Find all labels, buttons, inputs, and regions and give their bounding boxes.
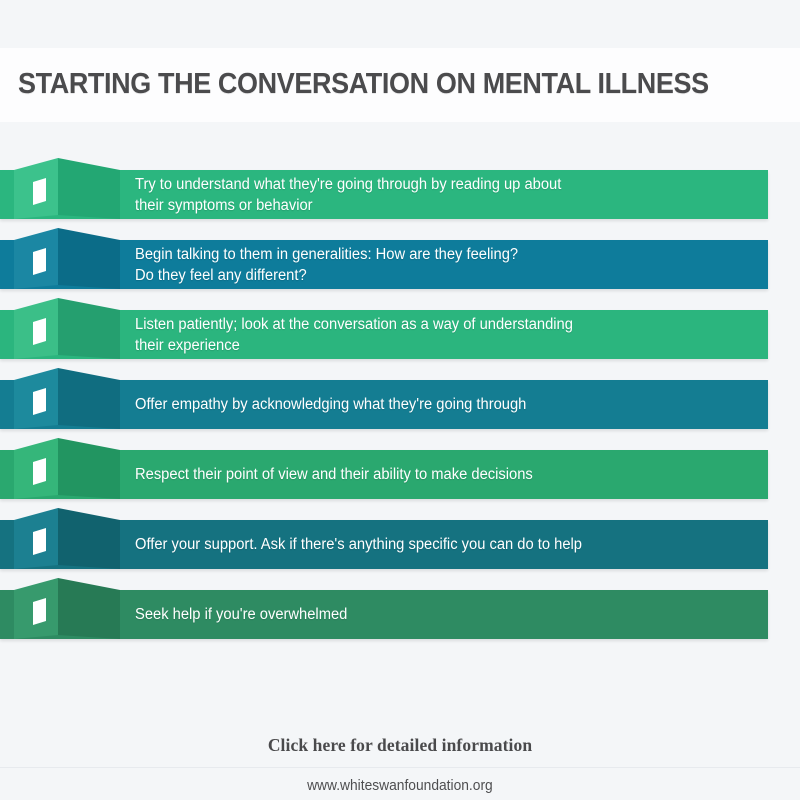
step-row[interactable]: Offer your support. Ask if there's anyth… — [0, 508, 800, 578]
step-text-line: Begin talking to them in generalities: H… — [135, 245, 519, 263]
step-text-line: Try to understand what they're going thr… — [135, 175, 562, 193]
step-text-line: Respect their point of view and their ab… — [135, 466, 533, 483]
page-title: STARTING THE CONVERSATION ON MENTAL ILLN… — [18, 68, 709, 100]
step-row[interactable]: Seek help if you're overwhelmed — [0, 578, 800, 648]
step-text: Offer your support. Ask if there's anyth… — [135, 520, 724, 569]
step-text-line: their experience — [135, 336, 240, 354]
footer-divider — [0, 767, 800, 768]
step-row[interactable]: Offer empathy by acknowledging what they… — [0, 368, 800, 438]
step-banner-body — [0, 380, 768, 429]
step-row[interactable]: Begin talking to them in generalities: H… — [0, 228, 800, 298]
step-text: Respect their point of view and their ab… — [135, 450, 724, 499]
step-text-line: Offer empathy by acknowledging what they… — [135, 396, 527, 413]
step-row[interactable]: Listen patiently; look at the conversati… — [0, 298, 800, 368]
step-text-line: their symptoms or behavior — [135, 196, 313, 214]
steps-list: Try to understand what they're going thr… — [0, 158, 800, 648]
step-text-line: Do they feel any different? — [135, 266, 307, 284]
footer-url[interactable]: www.whiteswanfoundation.org — [307, 777, 493, 794]
step-text: Offer empathy by acknowledging what they… — [135, 380, 724, 429]
step-banner-body — [0, 310, 768, 359]
step-text-line: Listen patiently; look at the conversati… — [135, 315, 573, 333]
step-row[interactable]: Respect their point of view and their ab… — [0, 438, 800, 508]
step-row[interactable]: Try to understand what they're going thr… — [0, 158, 800, 228]
header-band — [0, 48, 800, 122]
step-banner-body — [0, 240, 768, 289]
footer: Click here for detailed information www.… — [0, 735, 800, 795]
step-text-line: Offer your support. Ask if there's anyth… — [135, 536, 583, 553]
step-banner-body — [0, 170, 768, 219]
step-text-line: Seek help if you're overwhelmed — [135, 606, 348, 623]
step-text: Try to understand what they're going thr… — [135, 170, 724, 219]
step-banner-body — [0, 590, 768, 639]
footer-cta-link[interactable]: Click here for detailed information — [267, 735, 533, 755]
step-banner-body — [0, 520, 768, 569]
step-banner-body — [0, 450, 768, 499]
step-text: Listen patiently; look at the conversati… — [135, 310, 724, 359]
step-text: Begin talking to them in generalities: H… — [135, 240, 724, 289]
step-text: Seek help if you're overwhelmed — [135, 590, 724, 639]
